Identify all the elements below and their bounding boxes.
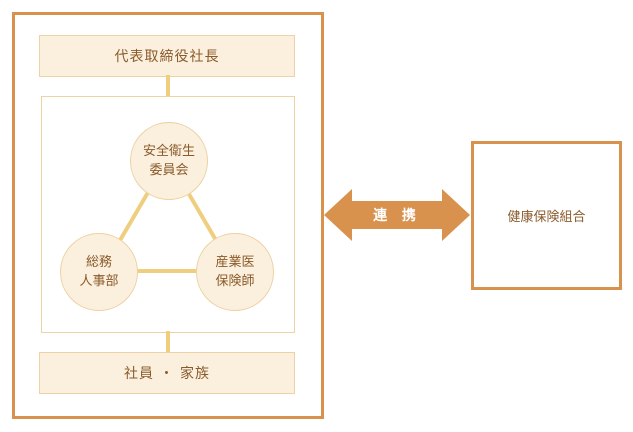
- employees-label: 社員 ・ 家族: [124, 366, 210, 382]
- general-affairs-line1: 総務: [85, 255, 112, 270]
- industrial-physician-line1: 産業医: [215, 255, 255, 270]
- industrial-physician-line2: 保険師: [215, 274, 255, 289]
- industrial-physician-circle: 産業医 保険師: [196, 233, 274, 311]
- safety-committee-line2: 委員会: [149, 163, 189, 178]
- employees-box: 社員 ・ 家族: [39, 352, 295, 394]
- president-box: 代表取締役社長: [39, 35, 295, 77]
- general-affairs-circle: 総務 人事部: [60, 233, 138, 311]
- line-top-left: [117, 187, 152, 244]
- general-affairs-line2: 人事部: [79, 274, 119, 289]
- line-top-right: [184, 187, 219, 244]
- president-label: 代表取締役社長: [114, 49, 220, 65]
- link-label: 連 携: [373, 208, 421, 224]
- double-arrow-icon: [324, 189, 470, 241]
- health-insurance-label: 健康保険組合: [507, 210, 586, 225]
- connector-top: [166, 75, 170, 97]
- connector-bottom: [166, 331, 170, 353]
- health-insurance-box: 健康保険組合: [471, 141, 622, 290]
- safety-committee-line1: 安全衛生: [142, 144, 195, 159]
- safety-committee-circle: 安全衛生 委員会: [130, 122, 208, 200]
